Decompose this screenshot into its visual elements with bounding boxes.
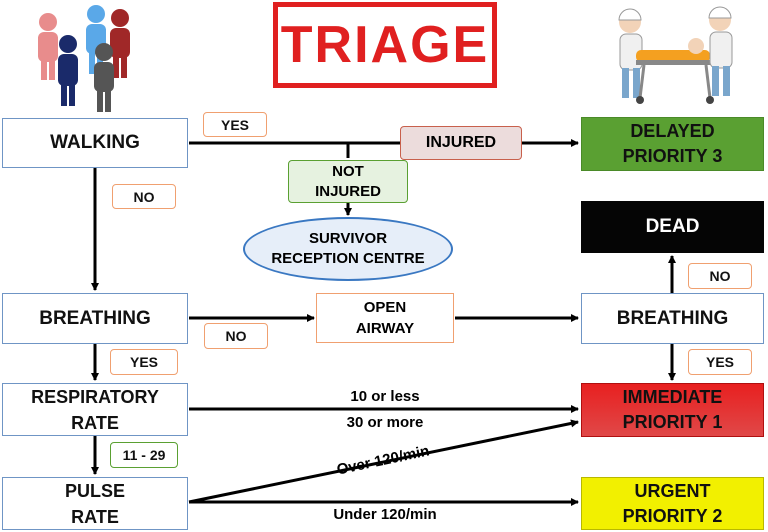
breathing-after-airway-node: BREATHING: [581, 293, 764, 344]
dead-node: DEAD: [581, 201, 764, 253]
pulse-rate-text: PULSE RATE: [64, 480, 125, 527]
label-no-breathing: NO: [204, 323, 268, 349]
paramedics-stretcher-icon: [618, 6, 733, 104]
label-yes-walking-text: YES: [220, 116, 249, 133]
injured-node: INJURED: [400, 126, 522, 160]
breathing-node-text: BREATHING: [39, 307, 151, 329]
breathing-after-airway-text: BREATHING: [616, 307, 729, 329]
label-yes-breathing: YES: [110, 349, 178, 375]
urgent-text: URGENT PRIORITY 2: [622, 480, 723, 526]
walking-node-text: WALKING: [50, 132, 140, 153]
patient-icon: [636, 38, 716, 104]
immediate-text: IMMEDIATE PRIORITY 1: [622, 387, 723, 432]
respiratory-rate-node: RESPIRATORY RATE: [2, 383, 188, 436]
not-injured-node: NOT INJURED: [288, 160, 408, 203]
delayed-text: DELAYED PRIORITY 3: [622, 121, 723, 166]
survivor-reception-text: SURVIVOR RECEPTION CENTRE: [271, 230, 425, 267]
label-under-120: Under 120/min: [310, 504, 460, 524]
label-no-right: NO: [688, 263, 752, 289]
open-airway-text: OPEN AIRWAY: [355, 299, 415, 337]
delayed-priority-3-node: DELAYED PRIORITY 3: [581, 117, 764, 171]
label-yes-right: YES: [688, 349, 752, 375]
label-no-walking-text: NO: [133, 188, 155, 205]
label-10-or-less: 10 or less: [300, 386, 470, 406]
pulse-rate-node: PULSE RATE: [2, 477, 188, 530]
breathing-node: BREATHING: [2, 293, 188, 344]
label-range-11-29-text: 11 - 29: [122, 447, 166, 463]
person-icon: [58, 35, 78, 106]
dead-text: DEAD: [645, 216, 700, 237]
person-icon: [38, 13, 58, 80]
label-30-or-more: 30 or more: [300, 412, 470, 432]
urgent-priority-2-node: URGENT PRIORITY 2: [581, 477, 764, 530]
person-icon: [110, 9, 130, 78]
label-range-11-29: 11 - 29: [110, 442, 178, 468]
open-airway-node: OPEN AIRWAY: [316, 293, 454, 343]
triage-title: TRIAGE: [273, 2, 497, 88]
people-group-icon: [38, 5, 130, 112]
label-no-breathing-text: NO: [225, 328, 247, 344]
label-under-120-text: Under 120/min: [333, 505, 437, 523]
not-injured-text: NOT INJURED: [315, 162, 381, 200]
label-yes-walking: YES: [203, 112, 267, 137]
injured-text: INJURED: [425, 134, 497, 151]
label-no-walking: NO: [112, 184, 176, 209]
immediate-priority-1-node: IMMEDIATE PRIORITY 1: [581, 383, 764, 437]
respiratory-rate-text: RESPIRATORY RATE: [31, 386, 159, 433]
label-no-right-text: NO: [709, 268, 731, 284]
edge-pulse-to-immediate: [188, 419, 579, 504]
paramedic-icon: [708, 6, 733, 96]
survivor-reception-centre-node: SURVIVOR RECEPTION CENTRE: [243, 217, 453, 281]
person-icon: [94, 43, 114, 112]
label-yes-breathing-text: YES: [129, 354, 158, 370]
walking-node: WALKING: [2, 118, 188, 168]
label-10-or-less-text: 10 or less: [350, 387, 420, 405]
label-yes-right-text: YES: [705, 354, 734, 370]
triage-title-text: TRIAGE: [280, 16, 490, 74]
label-30-or-more-text: 30 or more: [346, 413, 424, 431]
